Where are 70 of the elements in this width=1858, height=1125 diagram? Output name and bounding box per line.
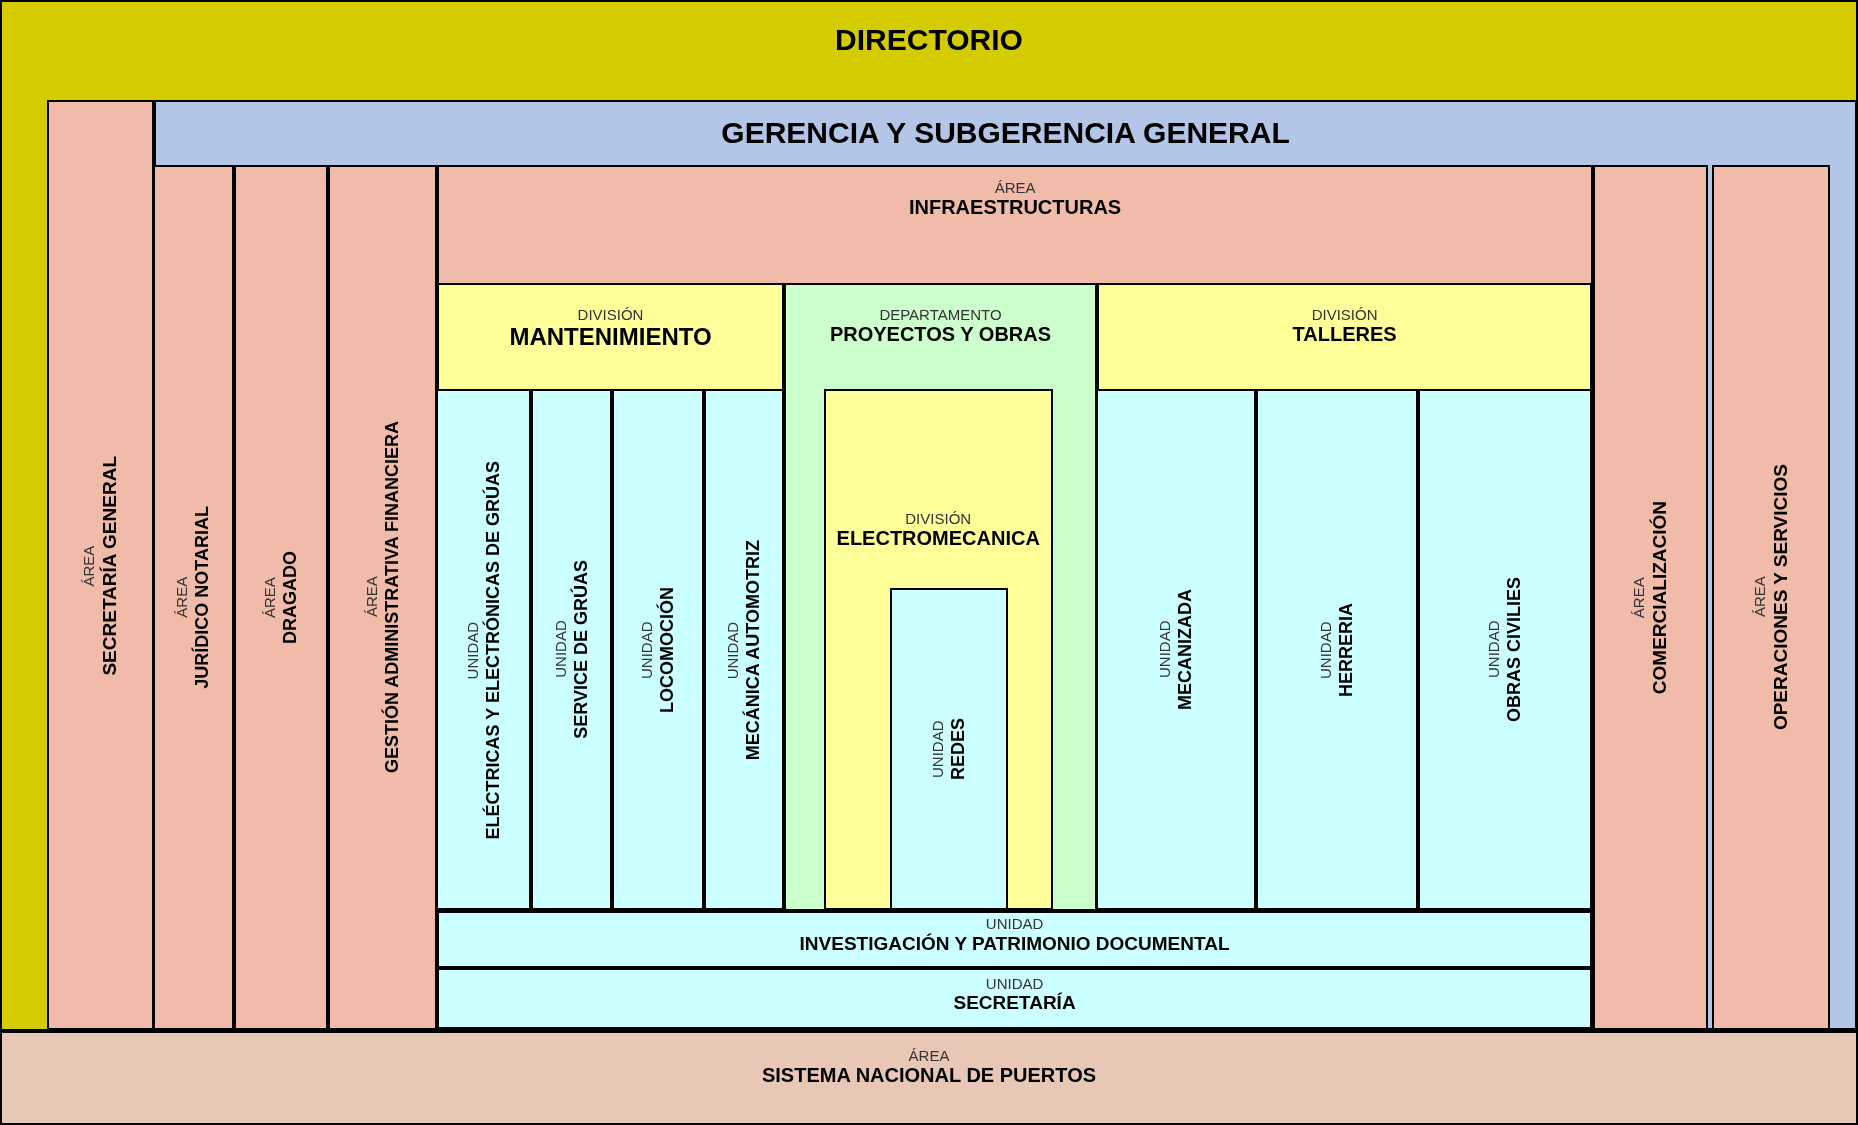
unit-name: DRAGADO bbox=[280, 550, 301, 644]
unit-column bbox=[889, 587, 1009, 910]
category-label: ÁREA bbox=[1629, 575, 1647, 620]
department-box bbox=[784, 282, 1097, 911]
board-band bbox=[0, 0, 1858, 1031]
category-label: ÁREA bbox=[79, 543, 97, 589]
category-label: DIVISIÓN bbox=[577, 306, 644, 324]
unit-name: REDES bbox=[948, 717, 969, 780]
division-box bbox=[1096, 282, 1593, 911]
unit-band bbox=[436, 910, 1593, 968]
category-label: UNIDAD bbox=[929, 718, 947, 780]
category-label: UNIDAD bbox=[551, 619, 569, 681]
unit-name: SISTEMA NACIONAL DE PUERTOS bbox=[761, 1064, 1097, 1088]
unit-name: ELECTROMECANICA bbox=[836, 526, 1040, 550]
category-label: UNIDAD bbox=[985, 915, 1044, 933]
unit-column bbox=[611, 389, 705, 911]
unit-name: MECANIZADA bbox=[1175, 589, 1197, 711]
unit-band bbox=[436, 967, 1593, 1030]
unit-name: PROYECTOS Y OBRAS bbox=[829, 323, 1052, 347]
area-column bbox=[1712, 164, 1830, 1030]
unit-name: SERVICE DE GRÚAS bbox=[570, 560, 592, 740]
category-label: UNIDAD bbox=[1484, 619, 1502, 681]
unit-name: GERENCIA Y SUBGERENCIA GENERAL bbox=[721, 116, 1290, 151]
category-label: DEPARTAMENTO bbox=[879, 306, 1002, 324]
category-label: UNIDAD bbox=[1316, 619, 1335, 681]
unit-column bbox=[1096, 389, 1257, 911]
unit-name: ELÉCTRICAS Y ELECTRÓNICAS DE GRÚAS bbox=[483, 460, 504, 839]
unit-column bbox=[1256, 389, 1418, 911]
unit-name: TALLERES bbox=[1292, 323, 1397, 347]
unit-name: SECRETARÍA GENERAL bbox=[98, 455, 121, 676]
unit-name: HERRERIA bbox=[1336, 602, 1357, 697]
area-box bbox=[437, 164, 1593, 1030]
area-column bbox=[46, 100, 154, 1031]
category-label: ÁREA bbox=[994, 178, 1036, 196]
category-label: UNIDAD bbox=[463, 619, 482, 681]
category-label: UNIDAD bbox=[638, 619, 656, 681]
area-column bbox=[153, 164, 234, 1030]
unit-name: DIRECTORIO bbox=[835, 23, 1023, 58]
unit-name: INFRAESTRUCTURAS bbox=[908, 196, 1122, 219]
unit-column bbox=[704, 389, 784, 911]
unit-name: GESTIÓN ADMINISTRATIVA FINANCIERA bbox=[382, 421, 403, 774]
unit-column bbox=[531, 389, 612, 911]
unit-name: LOCOMOCIÓN bbox=[657, 586, 678, 713]
unit-column bbox=[1417, 389, 1592, 911]
unit-name: COMERCIALIZACIÓN bbox=[1648, 500, 1671, 694]
area-column bbox=[233, 164, 329, 1030]
category-label: UNIDAD bbox=[1156, 619, 1174, 681]
category-label: UNIDAD bbox=[723, 619, 742, 681]
category-label: ÁREA bbox=[261, 575, 279, 620]
unit-name: OPERACIONES Y SERVICIOS bbox=[1769, 464, 1792, 731]
area-column bbox=[328, 164, 438, 1030]
category-label: ÁREA bbox=[173, 575, 191, 620]
category-label: ÁREA bbox=[908, 1047, 950, 1065]
category-label: DIVISIÓN bbox=[905, 509, 972, 527]
unit-name: MANTENIMIENTO bbox=[509, 323, 712, 352]
unit-name: OBRAS CIVILIES bbox=[1503, 577, 1525, 723]
division-box bbox=[823, 389, 1053, 911]
category-label: ÁREA bbox=[362, 575, 381, 620]
area-column bbox=[1592, 164, 1708, 1030]
category-label: DIVISIÓN bbox=[1311, 306, 1378, 324]
management-band bbox=[153, 100, 1858, 1031]
unit-name: MECÁNICA AUTOMOTRIZ bbox=[743, 539, 764, 760]
area-band bbox=[0, 1030, 1858, 1125]
unit-name: INVESTIGACIÓN Y PATRIMONIO DOCUMENTAL bbox=[799, 932, 1230, 955]
category-label: ÁREA bbox=[1750, 575, 1768, 620]
unit-name: SECRETARÍA bbox=[953, 991, 1076, 1014]
division-box bbox=[436, 282, 785, 911]
unit-name: JURÍDICO NOTARIAL bbox=[192, 506, 214, 689]
category-label: UNIDAD bbox=[985, 974, 1044, 992]
unit-column bbox=[436, 389, 532, 911]
